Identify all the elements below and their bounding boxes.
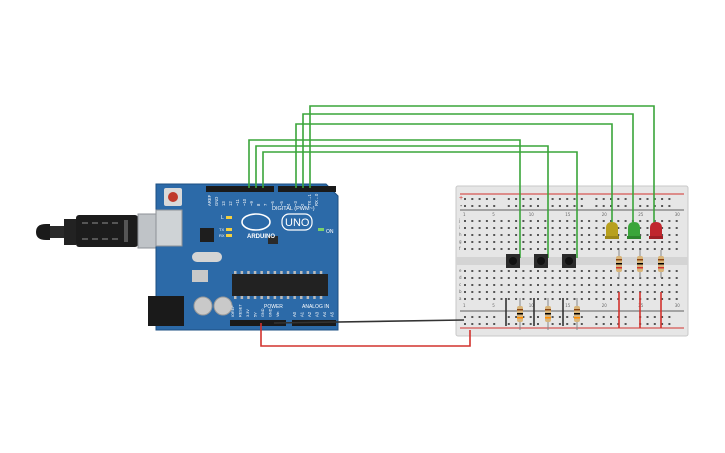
power-pin-label: GND xyxy=(261,308,265,317)
push-button-2[interactable] xyxy=(534,254,548,268)
pin-label: ~3 xyxy=(293,201,298,206)
arduino-brand: ARDUINO xyxy=(247,234,275,240)
push-buttons[interactable] xyxy=(506,254,576,268)
row-letter: c xyxy=(459,282,461,287)
column-number: 15 xyxy=(565,303,571,308)
column-number: 30 xyxy=(675,303,681,308)
wire-pin12[interactable] xyxy=(255,145,549,258)
pin-label: ~6 xyxy=(270,201,275,206)
row-letter: d xyxy=(459,275,462,280)
wire-pin5[interactable] xyxy=(295,123,613,226)
resistor-button-3[interactable] xyxy=(574,298,580,330)
led-l-label: L xyxy=(221,215,224,221)
button-resistors[interactable] xyxy=(505,298,580,330)
green-led[interactable] xyxy=(627,222,641,239)
column-number: 20 xyxy=(602,212,608,217)
analog-in-label: ANALOG IN xyxy=(302,304,330,310)
pin-label: 4 xyxy=(286,203,291,206)
column-number: 5 xyxy=(492,303,495,308)
resistor-led-3[interactable] xyxy=(658,250,664,278)
column-number: 25 xyxy=(638,212,644,217)
column-number: 20 xyxy=(602,303,608,308)
pin-label: ~10 xyxy=(242,198,247,206)
analog-pin-label: A5 xyxy=(330,311,335,317)
pin-label: ~11 xyxy=(235,199,240,206)
led-rx-label: RX xyxy=(219,233,225,238)
pin-label: RX←0 xyxy=(314,193,319,206)
leds[interactable] xyxy=(605,222,663,239)
row-letter: g xyxy=(459,239,462,244)
wire-pin13[interactable] xyxy=(248,139,521,258)
resistor-led-1[interactable] xyxy=(616,250,622,278)
column-number: 10 xyxy=(529,212,535,217)
signal-wires[interactable] xyxy=(248,105,655,258)
column-number: 10 xyxy=(529,303,535,308)
pin-label: 13 xyxy=(221,201,226,206)
analog-pin-label: A0 xyxy=(292,311,297,317)
pin-label: TX→1 xyxy=(307,193,312,206)
column-number: 15 xyxy=(565,212,571,217)
column-number: 25 xyxy=(638,303,644,308)
pin-label: 2 xyxy=(300,203,305,206)
row-letter: h xyxy=(459,232,462,237)
row-letter: f xyxy=(459,246,461,251)
analog-pin-label: A4 xyxy=(322,311,327,317)
red-led[interactable] xyxy=(649,222,663,239)
column-number: 5 xyxy=(492,212,495,217)
on-led-label: ON xyxy=(326,229,334,235)
analog-pin-label: A3 xyxy=(315,311,320,317)
yellow-led[interactable] xyxy=(605,222,619,239)
pin-label: GND xyxy=(214,197,219,206)
resistor-led-2[interactable] xyxy=(637,250,643,278)
resistor-button-2[interactable] xyxy=(545,298,551,330)
wire-pin11[interactable] xyxy=(262,151,578,258)
led-tx-label: TX xyxy=(219,227,224,232)
power-jack[interactable] xyxy=(148,296,184,326)
column-number: 1 xyxy=(463,303,466,308)
power-pin-label: RESET xyxy=(239,304,243,317)
power-pin-label: IOREF xyxy=(231,305,235,317)
power-pin-label: GND xyxy=(269,308,273,317)
pin-label: ~9 xyxy=(249,201,254,206)
power-pin-label: Vin xyxy=(276,312,280,317)
power-pin-label: 5V xyxy=(254,312,258,317)
power-label: POWER xyxy=(264,304,283,310)
row-letter: i xyxy=(459,225,460,230)
pin-label: 8 xyxy=(256,203,261,206)
row-letter: j xyxy=(458,218,460,223)
rail-minus-top: - xyxy=(460,203,463,210)
ground-wire[interactable] xyxy=(273,319,465,324)
analog-pin-label: A1 xyxy=(300,311,305,317)
pin-label: 12 xyxy=(228,201,233,206)
rail-plus-top: + xyxy=(459,195,463,202)
arduino-uno-board[interactable]: ARDUINO UNO DIGITAL (PWM~) POWER ANALOG … xyxy=(148,183,339,331)
pin-label: AREF xyxy=(207,194,212,206)
push-button-3[interactable] xyxy=(562,254,576,268)
pin-label: 7 xyxy=(263,203,268,206)
atmega-chip xyxy=(232,274,328,296)
row-letter: e xyxy=(459,268,462,273)
resistor-button-1[interactable] xyxy=(517,298,523,330)
push-button-1[interactable] xyxy=(506,254,520,268)
led-jumpers[interactable] xyxy=(618,292,662,328)
column-number: 1 xyxy=(463,212,466,217)
analog-pin-label: A2 xyxy=(307,311,312,317)
row-letter: b xyxy=(459,289,462,294)
led-resistors[interactable] xyxy=(616,250,664,278)
column-number: 30 xyxy=(675,212,681,217)
usb-cable[interactable] xyxy=(36,213,163,249)
row-letter: a xyxy=(459,296,462,301)
digital-label: DIGITAL (PWM~) xyxy=(272,206,315,212)
wire-pin4[interactable] xyxy=(302,113,634,226)
power-pin-label: 3.3V xyxy=(246,309,250,317)
arduino-model: UNO xyxy=(285,217,310,229)
wire-pin3[interactable] xyxy=(309,105,655,226)
pin-label: ~5 xyxy=(279,201,284,206)
power-wire[interactable] xyxy=(260,323,471,347)
